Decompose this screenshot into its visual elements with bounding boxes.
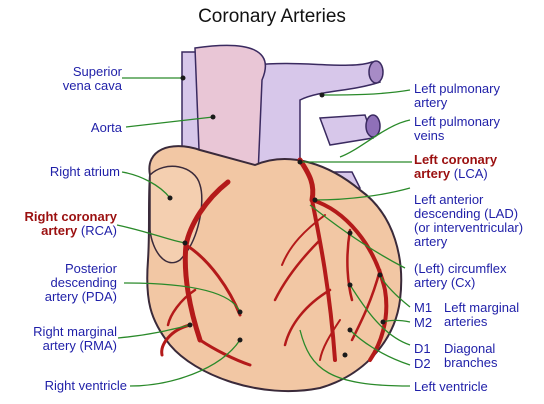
label-line: descending (LAD) xyxy=(414,207,523,221)
label-d2: D2 xyxy=(414,357,431,371)
label-line: Right coronary xyxy=(5,210,117,224)
pulmonary-veins xyxy=(320,115,373,145)
label-line: Diagonal xyxy=(444,342,497,356)
label-left-pulmonary-artery: Left pulmonary artery xyxy=(414,82,500,110)
label-left-ventricle: Left ventricle xyxy=(414,380,488,394)
pulmonary-artery-opening xyxy=(369,61,383,83)
label-line: descending xyxy=(5,276,117,290)
label-right-marginal-artery: Right marginal artery (RMA) xyxy=(5,325,117,353)
label-line: Left anterior xyxy=(414,193,523,207)
label-aorta: Aorta xyxy=(10,121,122,135)
label-line: artery xyxy=(414,166,450,181)
label-d1: D1 xyxy=(414,342,431,356)
label-superior-vena-cava: Superior vena cava xyxy=(10,65,122,93)
label-line: Left pulmonary xyxy=(414,115,500,129)
label-left-marginal-arteries: Left marginal arteries xyxy=(444,301,519,329)
label-line: Posterior xyxy=(5,262,117,276)
label-m2: M2 xyxy=(414,316,432,330)
label-line: (or interventricular) xyxy=(414,221,523,235)
label-right-atrium: Right atrium xyxy=(10,165,120,179)
label-right-coronary-artery: Right coronary artery (RCA) xyxy=(5,210,117,238)
label-line: arteries xyxy=(444,315,519,329)
label-line: artery xyxy=(414,235,523,249)
label-line: artery (Cx) xyxy=(414,276,506,290)
label-m1: M1 xyxy=(414,301,432,315)
label-abbr: (RCA) xyxy=(81,223,117,238)
label-line: artery xyxy=(414,96,500,110)
label-line: artery (RMA) xyxy=(5,339,117,353)
label-line: vena cava xyxy=(10,79,122,93)
label-circumflex-artery: (Left) circumflex artery (Cx) xyxy=(414,262,506,290)
label-left-anterior-descending: Left anterior descending (LAD) (or inter… xyxy=(414,193,523,249)
label-line: Left coronary xyxy=(414,153,497,167)
label-diagonal-branches: Diagonal branches xyxy=(444,342,497,370)
label-abbr: (LCA) xyxy=(454,166,488,181)
label-line: Left pulmonary xyxy=(414,82,500,96)
label-right-ventricle: Right ventricle xyxy=(5,379,127,393)
label-line: artery (PDA) xyxy=(5,290,117,304)
label-line: Right marginal xyxy=(5,325,117,339)
label-line: veins xyxy=(414,129,500,143)
pulmonary-artery xyxy=(250,62,380,165)
label-line: Left marginal xyxy=(444,301,519,315)
label-left-pulmonary-veins: Left pulmonary veins xyxy=(414,115,500,143)
label-line: (Left) circumflex xyxy=(414,262,506,276)
label-left-coronary-artery: Left coronary artery (LCA) xyxy=(414,153,497,181)
label-line: artery xyxy=(41,223,77,238)
label-posterior-descending-artery: Posterior descending artery (PDA) xyxy=(5,262,117,304)
label-line: branches xyxy=(444,356,497,370)
label-line: Superior xyxy=(10,65,122,79)
